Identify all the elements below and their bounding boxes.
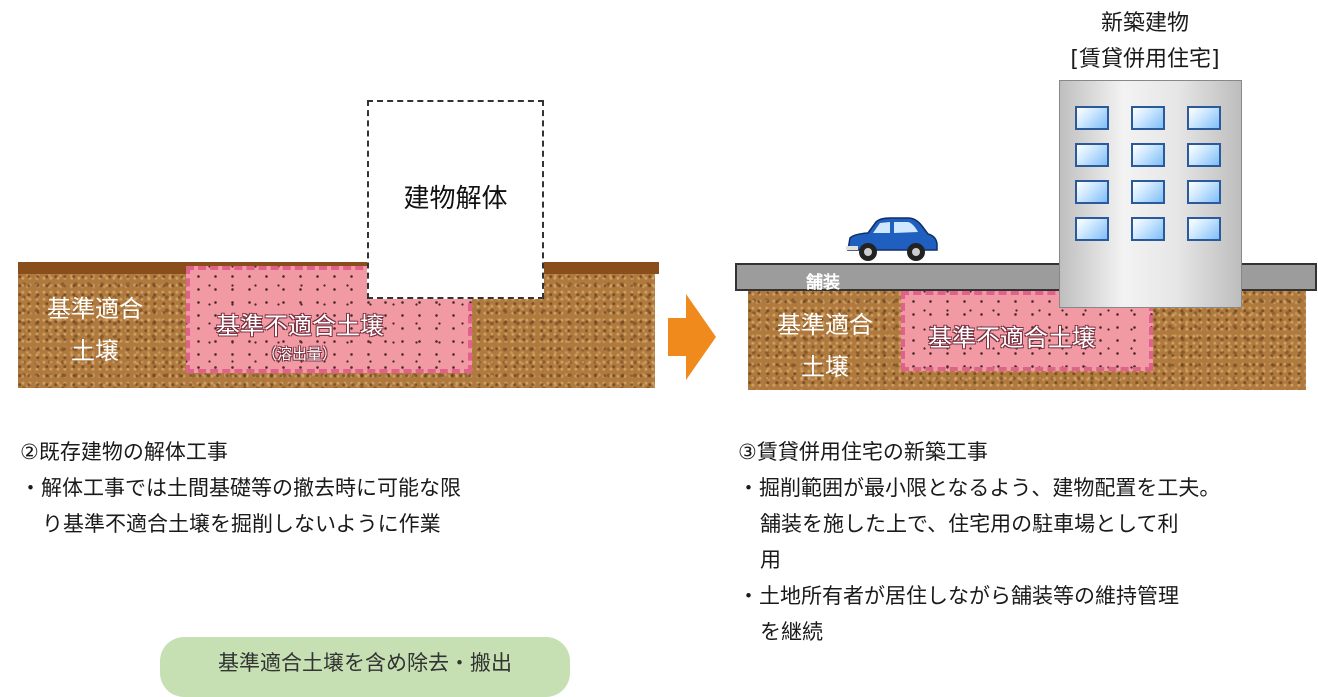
left-noncompliant-soil-label: 基準不適合土壌 xyxy=(216,312,384,340)
window xyxy=(1075,180,1109,204)
window xyxy=(1187,143,1221,167)
window xyxy=(1075,217,1109,241)
window xyxy=(1187,106,1221,130)
window xyxy=(1131,217,1165,241)
window xyxy=(1075,143,1109,167)
step2-bullet-cont: り基準不適合土壌を掘削しないように作業 xyxy=(42,512,441,536)
step3-bullet-1: ・掘削範囲が最小限となるよう、建物配置を工夫。 xyxy=(738,476,1221,500)
left-compliant-soil-label: 基準適合 土壌 xyxy=(47,295,143,365)
step3-bullet-1-cont2: 用 xyxy=(760,548,781,572)
step3-bullet-2-cont: を継続 xyxy=(760,620,823,644)
demolition-label: 建物解体 xyxy=(403,184,508,214)
removal-note-box: 基準適合土壌を含め除去・搬出 xyxy=(160,637,570,697)
right-noncompliant-soil-label: 基準不適合土壌 xyxy=(928,324,1096,352)
step3-caption: ③賃貸併用住宅の新築工事 ・掘削範囲が最小限となるよう、建物配置を工夫。 舗装を… xyxy=(738,434,1220,650)
removal-note-label: 基準適合土壌を含め除去・搬出 xyxy=(218,651,512,675)
car-icon xyxy=(846,217,938,261)
step3-title: ③賃貸併用住宅の新築工事 xyxy=(738,440,988,464)
step2-bullet: ・解体工事では土間基礎等の撤去時に可能な限 xyxy=(20,476,461,500)
demolition-dashed-box: 建物解体 xyxy=(367,100,544,299)
step3-bullet-1-cont: 舗装を施した上で、住宅用の駐車場として利 xyxy=(760,512,1179,536)
arrow-right-icon xyxy=(668,294,716,380)
window xyxy=(1131,143,1165,167)
step2-caption: ②既存建物の解体工事 ・解体工事では土間基礎等の撤去時に可能な限 り基準不適合土… xyxy=(20,434,461,542)
window xyxy=(1131,106,1165,130)
building-icon xyxy=(1059,80,1242,308)
window xyxy=(1187,217,1221,241)
right-compliant-soil-label: 基準適合 土壌 xyxy=(777,311,873,381)
step2-title: ②既存建物の解体工事 xyxy=(20,440,228,464)
window xyxy=(1075,106,1109,130)
building-title: 新築建物 [賃貸併用住宅] xyxy=(1070,11,1220,72)
pavement-label: 舗装 xyxy=(806,273,840,293)
window xyxy=(1131,180,1165,204)
window xyxy=(1187,180,1221,204)
left-noncompliant-sub-label: （溶出量） xyxy=(262,345,338,363)
step3-bullet-2: ・土地所有者が居住しながら舗装等の維持管理 xyxy=(738,584,1179,608)
